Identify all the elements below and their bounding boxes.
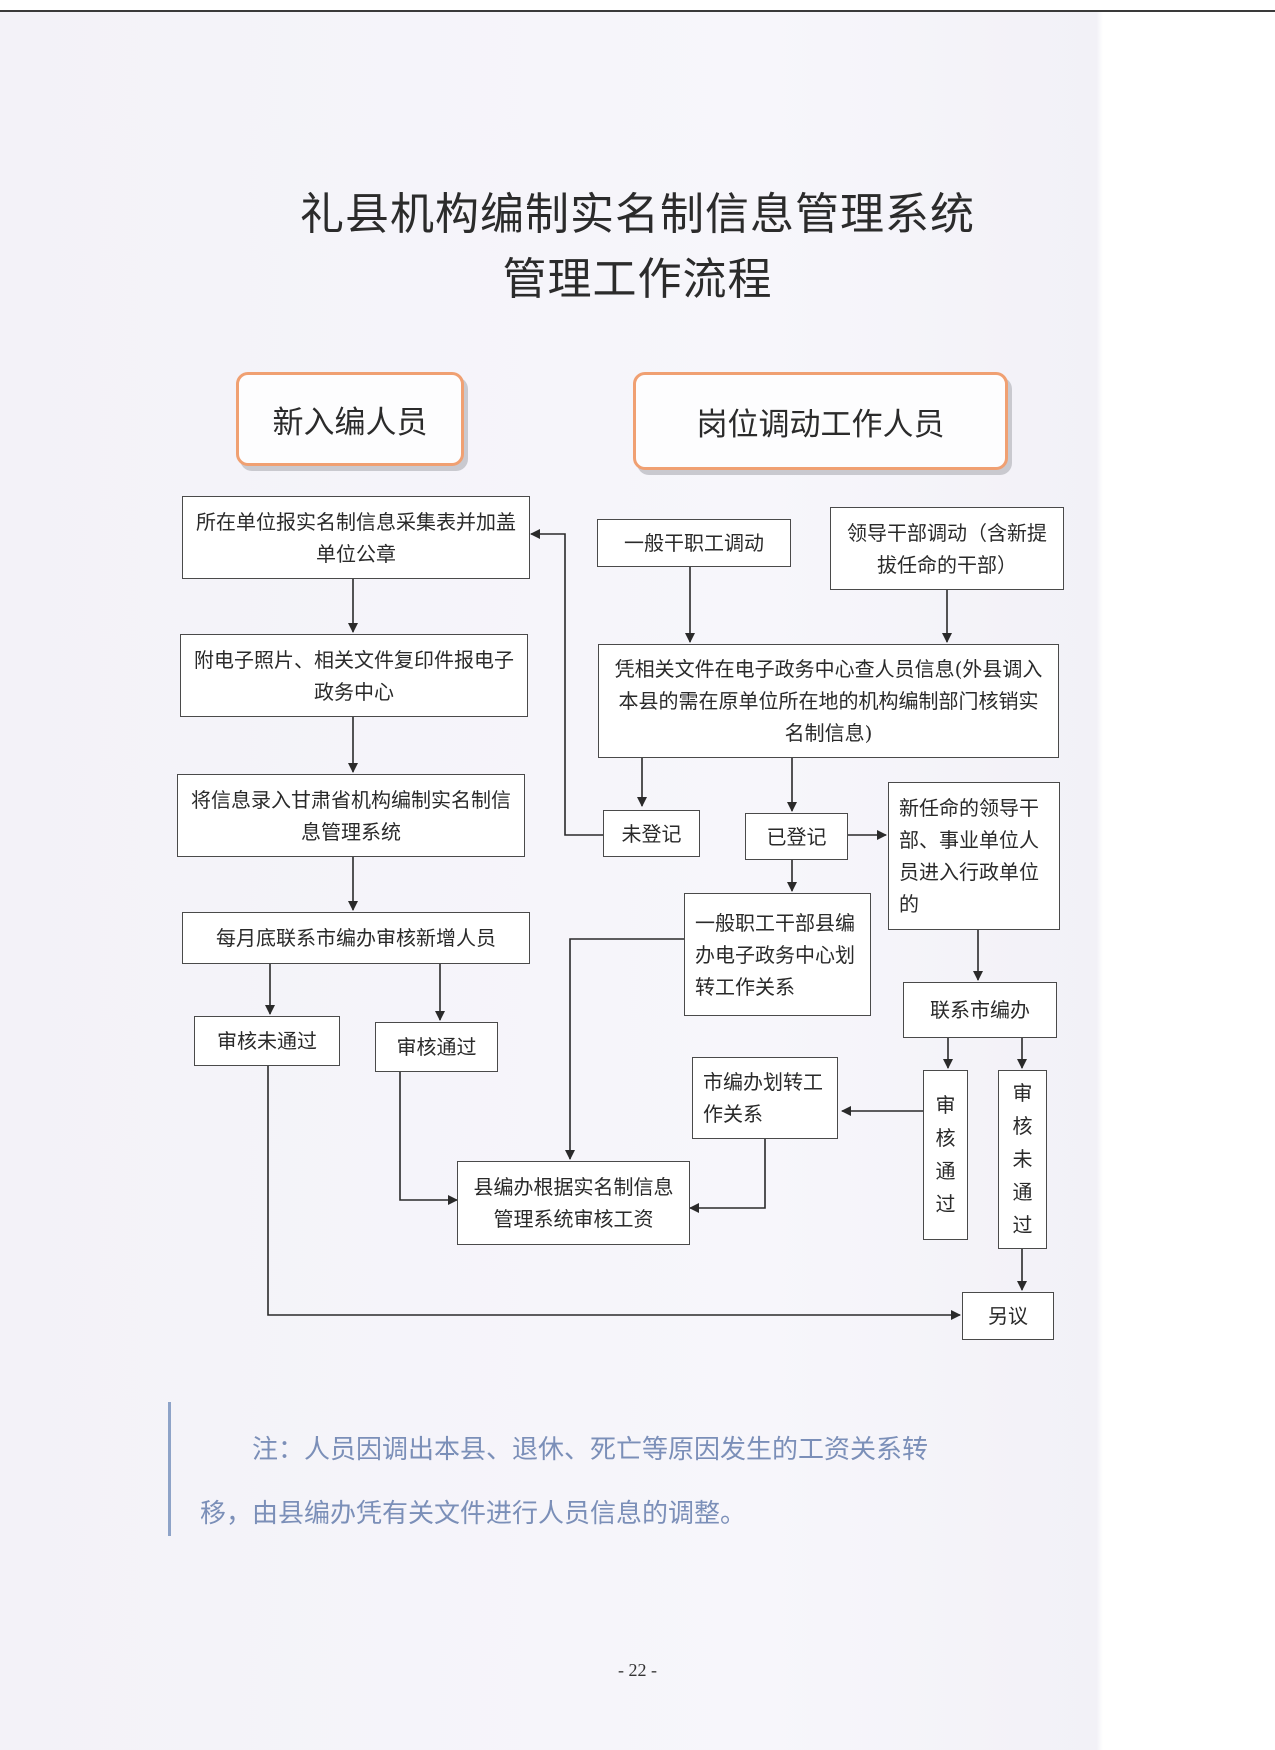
- document-title-line1: 礼县机构编制实名制信息管理系统: [300, 189, 975, 240]
- leader-transfer-step: 领导干部调动（含新提拔任命的干部）: [830, 507, 1064, 590]
- footnote: 注：人员因调出本县、退休、死亡等原因发生的工资关系转 移，由县编办凭有关文件进行…: [200, 1418, 1060, 1546]
- audit-pass-right-char-3: 通: [935, 1159, 956, 1183]
- scan-top-edge: [0, 0, 1275, 12]
- document-title-line2: 管理工作流程: [502, 254, 773, 305]
- audit-pass-right-char-1: 审: [935, 1093, 956, 1117]
- audit-fail-right-char-1: 审: [1012, 1081, 1033, 1105]
- monthly-contact-step: 每月底联系市编办审核新增人员: [182, 912, 530, 964]
- audit-fail-right-char-4: 通: [1012, 1180, 1033, 1204]
- general-transfer-step: 一般干职工调动: [597, 519, 791, 567]
- audit-fail-right: 审 核 未 通 过: [998, 1070, 1047, 1249]
- new-staff-header: 新入编人员: [236, 372, 464, 466]
- not-registered-node: 未登记: [603, 810, 700, 857]
- footnote-line1: 注：人员因调出本县、退休、死亡等原因发生的工资关系转: [252, 1435, 929, 1465]
- audit-fail-left: 审核未通过: [194, 1016, 340, 1066]
- audit-fail-right-char-5: 过: [1012, 1213, 1033, 1237]
- new-appoint-step: 新任命的领导干部、事业单位人员进入行政单位的: [888, 782, 1060, 930]
- registered-node: 已登记: [745, 813, 848, 860]
- check-info-step: 凭相关文件在电子政务中心查人员信息(外县调入本县的需在原单位所在地的机构编制部门…: [598, 644, 1059, 758]
- note-margin-bar: [168, 1402, 171, 1536]
- audit-pass-right: 审 核 通 过: [923, 1070, 968, 1240]
- transfer-staff-header: 岗位调动工作人员: [633, 372, 1008, 470]
- unit-report-step: 所在单位报实名制信息采集表并加盖单位公章: [182, 496, 530, 579]
- contact-city-step: 联系市编办: [903, 982, 1057, 1038]
- audit-fail-right-char-2: 核: [1012, 1114, 1033, 1138]
- attach-photo-step: 附电子照片、相关文件复印件报电子政务中心: [180, 634, 528, 717]
- audit-pass-right-char-2: 核: [935, 1126, 956, 1150]
- footnote-line2: 移，由县编办凭有关文件进行人员信息的调整。: [200, 1499, 747, 1529]
- scan-right-margin: [1226, 12, 1275, 1750]
- audit-pass-left: 审核通过: [375, 1022, 498, 1072]
- enter-system-step: 将信息录入甘肃省机构编制实名制信息管理系统: [177, 774, 525, 857]
- audit-fail-right-char-3: 未: [1012, 1147, 1033, 1171]
- salary-audit-step: 县编办根据实名制信息管理系统审核工资: [457, 1161, 690, 1245]
- page-number: - 22 -: [618, 1660, 657, 1680]
- other-node: 另议: [962, 1292, 1054, 1340]
- audit-pass-right-char-4: 过: [935, 1192, 956, 1216]
- city-transfer-step: 市编办划转工作关系: [692, 1057, 838, 1139]
- county-transfer-step: 一般职工干部县编办电子政务中心划转工作关系: [684, 893, 871, 1016]
